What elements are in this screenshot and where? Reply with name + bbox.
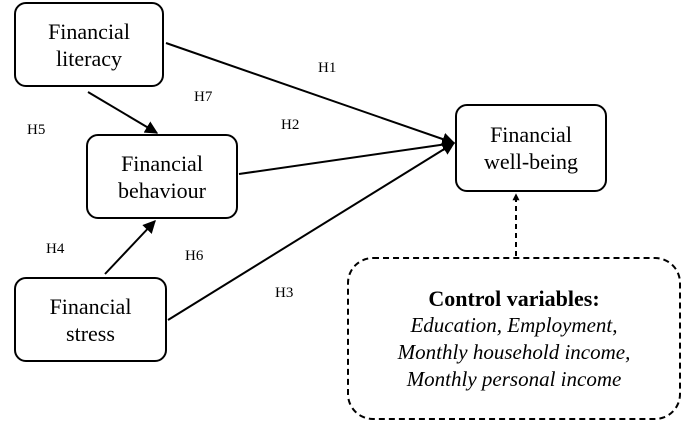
arrow-stress-to-wellbeing (167, 142, 456, 321)
node-label: stress (66, 320, 115, 346)
node-label: Financial (48, 18, 130, 44)
node-label: Financial (49, 293, 132, 319)
control-variable-line: Education, Employment, (410, 312, 618, 337)
hypothesis-label-h6: H6 (185, 248, 204, 264)
node-control-variables: Control variables: Education, Employment… (347, 257, 681, 420)
arrow-stress-to-behaviour (104, 220, 156, 275)
hypothesis-label-h7: H7 (194, 89, 213, 105)
control-variables-title: Control variables: (428, 285, 600, 311)
arrow-literacy-to-wellbeing (165, 42, 456, 146)
node-financial-stress: Financial stress (14, 277, 167, 362)
node-financial-well-being: Financial well-being (455, 104, 607, 192)
control-variable-line: Monthly household income, (397, 339, 631, 364)
node-label: literacy (56, 45, 122, 71)
node-financial-behaviour: Financial behaviour (86, 134, 238, 219)
hypothesis-label-h5: H5 (27, 122, 46, 138)
hypothesis-label-h3: H3 (275, 285, 294, 301)
hypothesis-label-h1: H1 (318, 60, 337, 76)
node-label: behaviour (118, 177, 206, 203)
node-label: well-being (483, 149, 579, 174)
node-label: Financial (490, 122, 572, 147)
hypothesis-label-h2: H2 (281, 117, 300, 133)
hypothesis-label-h4: H4 (46, 241, 65, 257)
control-variable-line: Monthly personal income (406, 366, 622, 391)
arrow-behaviour-to-wellbeing (238, 138, 456, 175)
arrow-literacy-to-behaviour (87, 91, 159, 134)
node-label: Financial (121, 150, 203, 176)
node-financial-literacy: Financial literacy (14, 2, 164, 87)
